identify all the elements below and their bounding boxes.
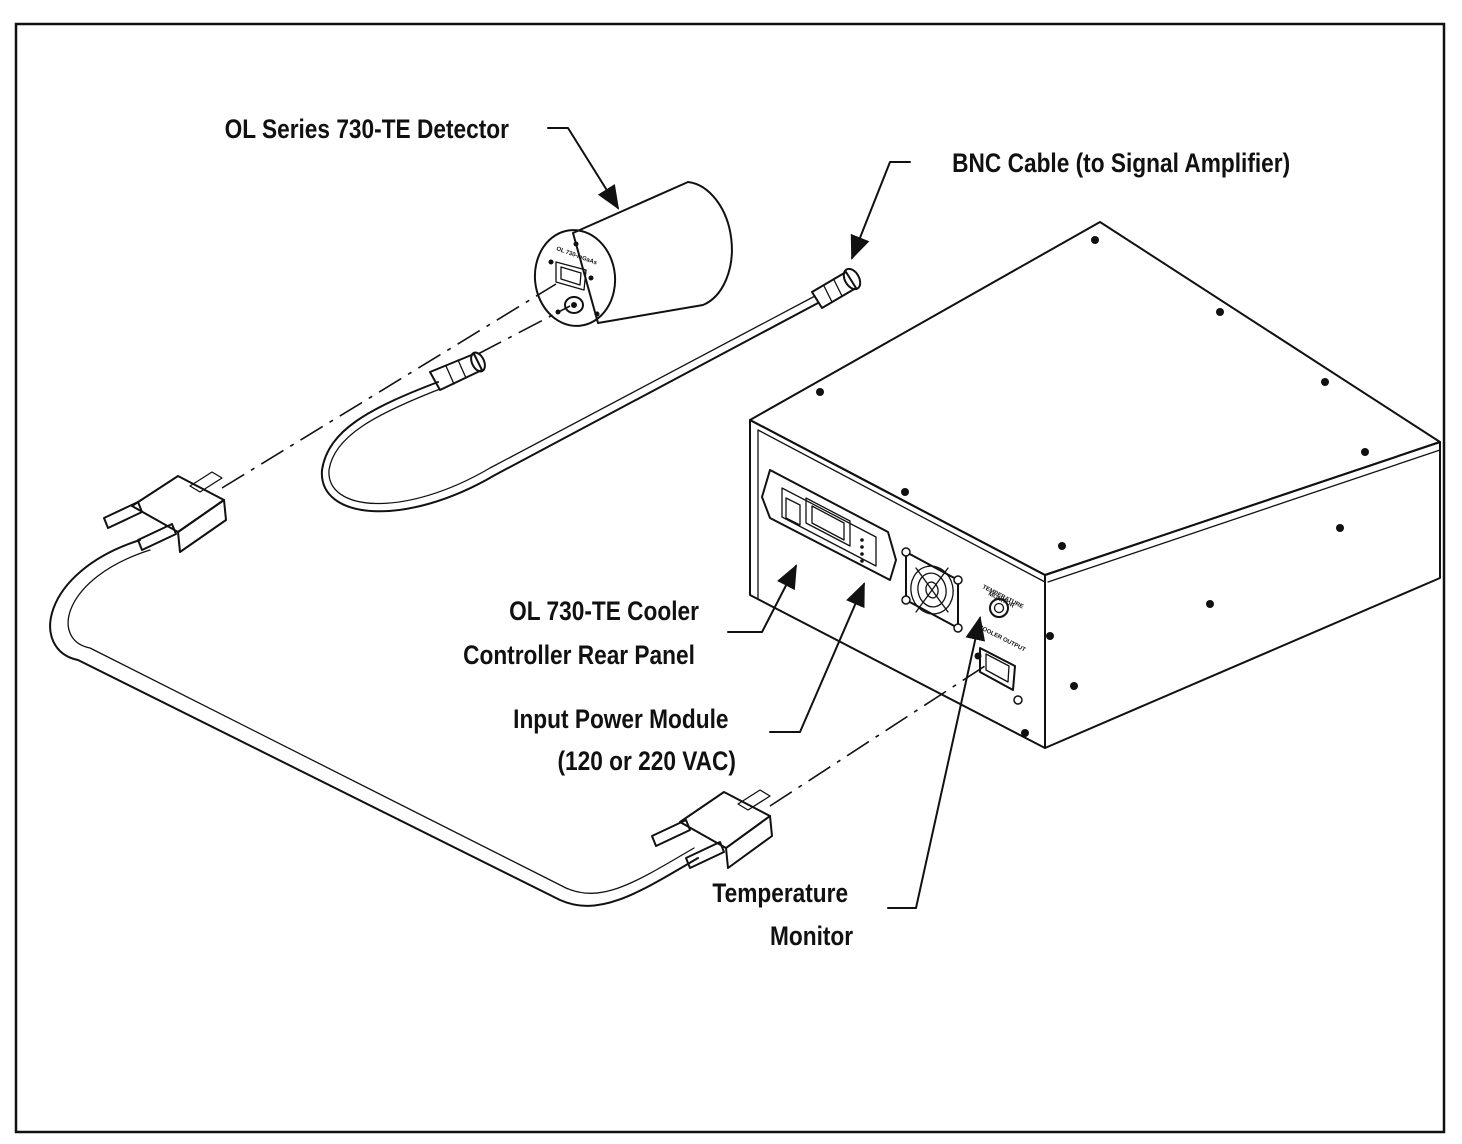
guide-bnc-to-detector — [477, 305, 571, 355]
leader-temp-monitor — [887, 616, 986, 909]
label-temp-monitor-line2: Monitor — [770, 921, 853, 951]
label-bnc-cable: BNC Cable (to Signal Amplifier) — [952, 148, 1290, 178]
label-temp-monitor-line1: Temperature — [712, 878, 848, 908]
input-power-module — [761, 469, 897, 581]
leader-power-module — [769, 582, 865, 733]
cooler-controller-box — [749, 221, 1441, 749]
temperature-monitor-jack: TEMPERATURE MONITOR — [981, 584, 1024, 618]
fan-grille — [901, 547, 963, 633]
label-rear-panel-line1: OL 730-TE Cooler — [509, 596, 699, 626]
diagram-frame — [14, 22, 1446, 1134]
db9-cable — [49, 471, 773, 907]
label-power-module-line1: Input Power Module — [513, 704, 728, 734]
leader-rear-panel — [727, 564, 797, 633]
leader-detector — [547, 127, 620, 210]
detector: OL 730-InGaAs — [533, 181, 733, 327]
panel-label-cooler-output: COOLER OUTPUT — [977, 624, 1026, 653]
label-rear-panel-line2: Controller Rear Panel — [463, 640, 695, 670]
bnc-cable — [320, 267, 862, 513]
guide-db9-to-cooler-output — [769, 663, 989, 807]
label-detector: OL Series 730-TE Detector — [225, 114, 510, 144]
screw-holes — [816, 236, 1369, 737]
label-power-module-line2: (120 or 220 VAC) — [558, 746, 736, 776]
cooler-output-port: COOLER OUTPUT — [974, 624, 1026, 705]
leader-bnc-cable — [850, 161, 911, 260]
guide-db9-to-detector — [221, 283, 557, 489]
